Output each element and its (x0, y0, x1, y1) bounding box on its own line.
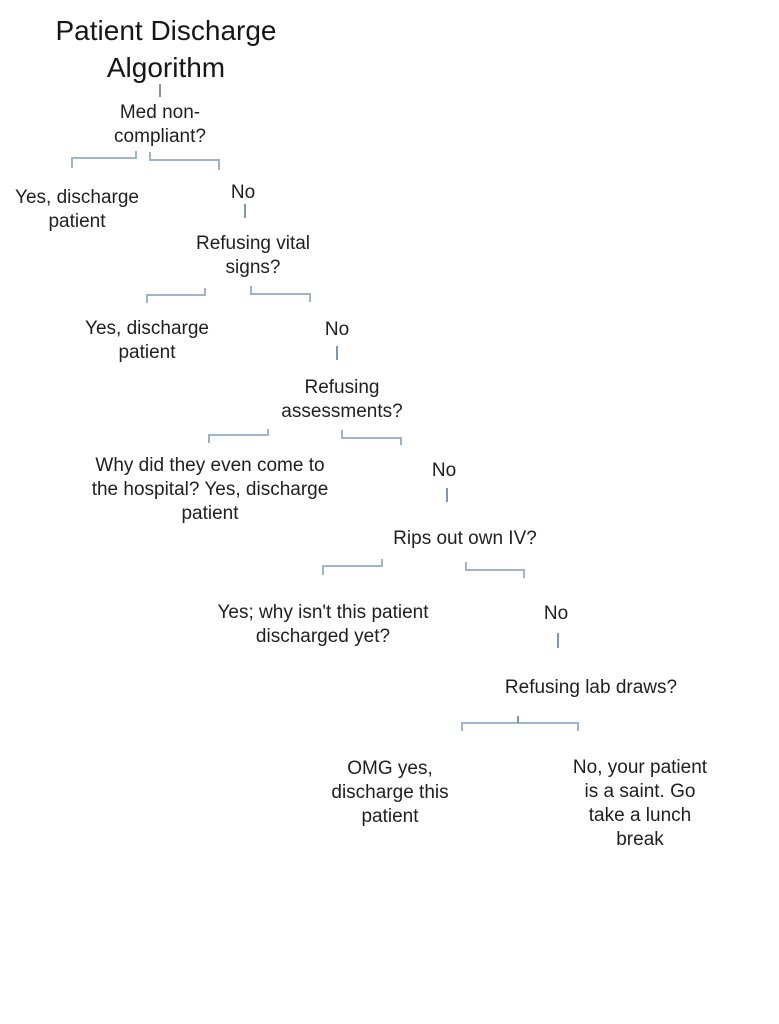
node-answer-yes-discharge-2: Yes, discharge patient (85, 317, 209, 365)
node-text-line: patient (48, 211, 106, 232)
connector-q4-yes4 (322, 559, 383, 575)
node-text-line: OMG yes, (347, 758, 433, 779)
connector-q5-children (461, 722, 579, 731)
node-text-line: Why did they even come to (95, 455, 325, 476)
node-answer-no-2: No (325, 318, 349, 342)
node-text-line: Refusing vital (195, 233, 311, 254)
node-text-line: assessments? (281, 401, 403, 422)
node-text-line: Yes, discharge (85, 318, 209, 339)
node-text-line: No (230, 182, 256, 203)
node-text-line: Yes, discharge (15, 187, 139, 208)
node-question-refusing-vital-signs: Refusing vital signs? (196, 232, 310, 280)
node-text-line: Rips out own IV? (393, 528, 537, 549)
node-answer-patient-saint: No, your patient is a saint. Go take a l… (573, 756, 707, 852)
node-text-line: take a lunch (588, 805, 692, 826)
node-answer-no-1: No (231, 181, 255, 205)
node-text-line: signs? (225, 257, 281, 278)
node-text-line: break (616, 829, 664, 850)
diagram-title: Patient Discharge Algorithm (55, 12, 276, 86)
connector-q3-no3 (341, 430, 402, 445)
node-text-line: No, your patient (572, 757, 708, 778)
node-answer-yes-discharge-3: Why did they even come to the hospital? … (92, 454, 329, 526)
node-text-line: Med non- (119, 102, 201, 123)
node-text-line: discharge this (331, 782, 449, 803)
node-question-refusing-lab-draws: Refusing lab draws? (505, 676, 677, 700)
connector-q1-no1 (149, 152, 220, 170)
node-answer-yes-discharge-4: Yes; why isn't this patient discharged y… (218, 601, 429, 649)
node-text-line: No (543, 603, 569, 624)
node-text-line: patient (361, 806, 419, 827)
node-text-line: Refusing lab draws? (504, 677, 678, 698)
node-question-med-noncompliant: Med non- compliant? (114, 101, 206, 149)
node-text-line: patient (118, 342, 176, 363)
node-text-line: No (324, 319, 350, 340)
node-text-line: No (431, 460, 457, 481)
node-text-line: compliant? (114, 126, 206, 147)
node-answer-no-4: No (544, 602, 568, 626)
node-answer-yes-discharge-1: Yes, discharge patient (15, 186, 139, 234)
node-text-line: is a saint. Go (584, 781, 696, 802)
node-text-line: Refusing (304, 377, 380, 398)
connector-q2-no2 (250, 286, 311, 302)
node-text-line: Yes; why isn't this patient (217, 602, 429, 623)
diagram-title-line: Algorithm (106, 52, 226, 83)
node-text-line: discharged yet? (255, 626, 391, 647)
node-answer-omg-yes-discharge: OMG yes, discharge this patient (331, 757, 448, 829)
connector-q2-yes2 (146, 288, 206, 303)
connector-q4-no4 (465, 562, 525, 578)
node-answer-no-3: No (432, 459, 456, 483)
connector-q3-yes3 (208, 429, 269, 443)
connector-q1-yes1 (71, 151, 137, 168)
node-question-refusing-assessments: Refusing assessments? (281, 376, 402, 424)
node-text-line: the hospital? Yes, discharge (91, 479, 329, 500)
node-text-line: patient (181, 503, 239, 524)
diagram-title-line: Patient Discharge (55, 15, 277, 46)
node-question-rips-out-iv: Rips out own IV? (393, 527, 537, 551)
